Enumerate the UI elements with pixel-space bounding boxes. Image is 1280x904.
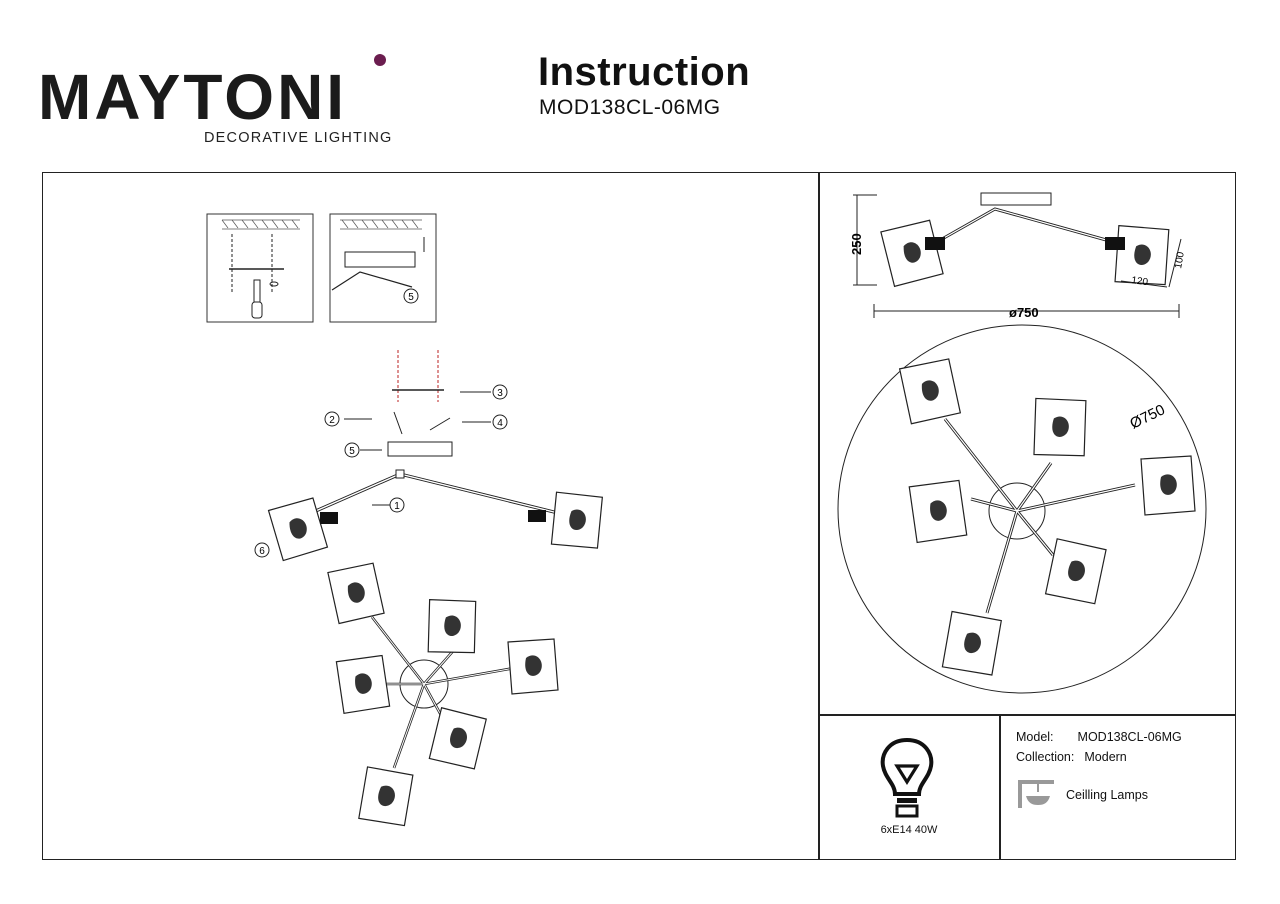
instruction-sheet <box>42 172 1236 860</box>
side-elevation: 250 ø750 120 100 <box>849 192 1187 320</box>
spec-divider <box>999 714 1001 860</box>
step-marker-3: 3 <box>492 384 508 400</box>
lamp-type: Ceilling Lamps <box>1066 788 1148 802</box>
logo-dot <box>374 54 386 66</box>
svg-text:1: 1 <box>394 501 400 512</box>
shade-width-dimension: 120 <box>1131 275 1149 288</box>
exploded-arm-assembly <box>267 469 607 562</box>
shade-height-dimension: 100 <box>1173 251 1187 270</box>
page-title: Instruction <box>538 50 751 94</box>
model-code: MOD138CL-06MG <box>539 96 721 119</box>
exploded-mounting-parts <box>344 350 491 457</box>
step-marker-6: 6 <box>254 542 270 558</box>
assembled-top-view <box>326 562 559 831</box>
inset-canopy-fixing: 5 <box>329 213 437 323</box>
svg-text:2: 2 <box>329 415 335 426</box>
top-plan-view: Ø750 <box>837 324 1207 694</box>
svg-text:6: 6 <box>259 546 265 557</box>
assembly-diagram: 5 1 2 3 4 5 6 <box>206 213 607 831</box>
step-marker-1: 1 <box>389 497 405 513</box>
bulb-spec: 6xE14 40W <box>880 824 938 836</box>
collection-label: Collection: <box>1016 750 1075 764</box>
svg-text:5: 5 <box>349 446 355 457</box>
logo-wordmark: MAYTONI <box>38 61 347 133</box>
step-marker-5: 5 <box>344 442 360 458</box>
light-bulb-icon <box>880 737 934 818</box>
svg-text:4: 4 <box>497 418 503 429</box>
bulb-spec-cell: 6xE14 40W <box>819 716 999 860</box>
dimension-drawings: 250 ø750 120 100 Ø750 <box>837 192 1207 694</box>
maytoni-logo: MAYTONI DECORATIVE LIGHTING <box>38 54 393 146</box>
model-label: Model: <box>1016 730 1054 744</box>
sheet-divider-horizontal <box>818 714 1236 716</box>
height-dimension: 250 <box>849 233 864 255</box>
inset-step-label: 5 <box>408 292 414 303</box>
svg-text:3: 3 <box>497 388 503 399</box>
collection-value: Modern <box>1084 750 1127 764</box>
logo-tagline: DECORATIVE LIGHTING <box>204 130 393 146</box>
inset-ceiling-mounting <box>206 213 314 323</box>
step-marker-2: 2 <box>324 411 340 427</box>
step-marker-4: 4 <box>492 414 508 430</box>
sheet-divider-vertical <box>818 172 820 860</box>
model-value: MOD138CL-06MG <box>1077 730 1182 744</box>
diameter-side-dimension: ø750 <box>1009 305 1039 320</box>
ceiling-lamp-icon <box>1018 780 1054 808</box>
product-info: Model: MOD138CL-06MG Collection: Modern … <box>1016 730 1226 812</box>
